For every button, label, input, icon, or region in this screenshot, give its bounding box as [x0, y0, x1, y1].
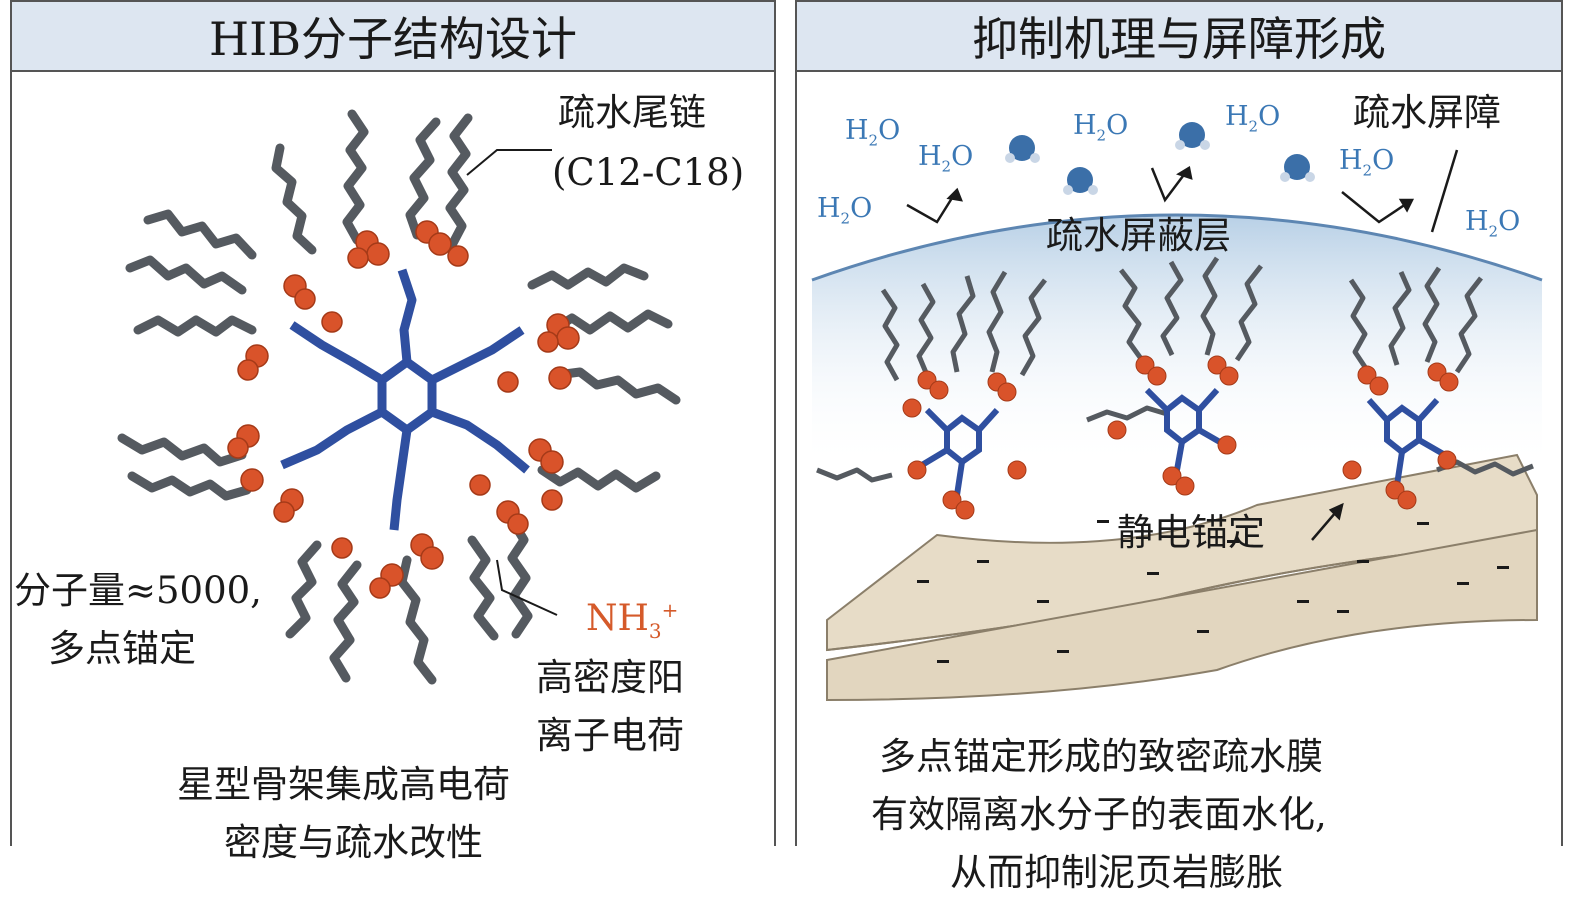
water-molecules — [1005, 122, 1315, 195]
left-caption-line2: 密度与疏水改性 — [224, 821, 483, 864]
cation-heads — [227, 220, 580, 599]
barrier-surface — [811, 213, 1543, 282]
left-panel: HIB分子结构设计 — [10, 0, 776, 864]
charge-label-line1: 高密度阳 — [536, 656, 684, 699]
right-panel: 抑制机理与屏障形成 — [795, 0, 1563, 894]
water-label: H2O — [817, 193, 873, 228]
water-label: H2O — [1225, 101, 1281, 136]
water-label: H2O — [1073, 110, 1129, 145]
water-label: H2O — [1465, 206, 1521, 241]
tail-chain-range: (C12-C18) — [552, 151, 745, 194]
negative-charges — [917, 520, 1509, 663]
water-label: H2O — [1339, 145, 1395, 180]
star-backbone — [280, 268, 530, 531]
hydrophobic-tails — [117, 109, 681, 685]
right-panel-title: 抑制机理与屏障形成 — [797, 0, 1561, 72]
electrostatic-anchor-label: 静电锚定 — [1117, 511, 1265, 554]
left-panel-title: HIB分子结构设计 — [12, 0, 774, 72]
water-label: H2O — [845, 115, 901, 150]
ammonium-ion-label: NH3+ — [586, 598, 679, 644]
charge-label-line2: 离子电荷 — [536, 714, 684, 757]
right-caption-line1: 多点锚定形成的致密疏水膜 — [879, 735, 1323, 778]
multi-anchor-label: 多点锚定 — [48, 627, 196, 670]
water-label: H2O — [918, 141, 974, 176]
barrier-label: 疏水屏障 — [1353, 91, 1501, 134]
anchored-molecules — [816, 256, 1534, 520]
hib-molecule-diagram — [117, 109, 681, 685]
molecular-weight-label: 分子量≈5000, — [14, 569, 262, 612]
left-caption-line1: 星型骨架集成高电荷 — [177, 763, 510, 806]
leader-lines — [466, 149, 558, 616]
right-caption-line3: 从而抑制泥页岩膨胀 — [950, 851, 1283, 894]
clay-layers — [826, 453, 1538, 702]
shield-layer — [812, 215, 1542, 470]
deflection-arrows — [906, 149, 1459, 541]
tail-label: 疏水尾链 — [558, 91, 706, 134]
mechanism-diagram — [811, 122, 1543, 702]
shield-layer-label: 疏水屏蔽层 — [1046, 214, 1231, 257]
right-caption-line2: 有效隔离水分子的表面水化, — [871, 793, 1327, 836]
